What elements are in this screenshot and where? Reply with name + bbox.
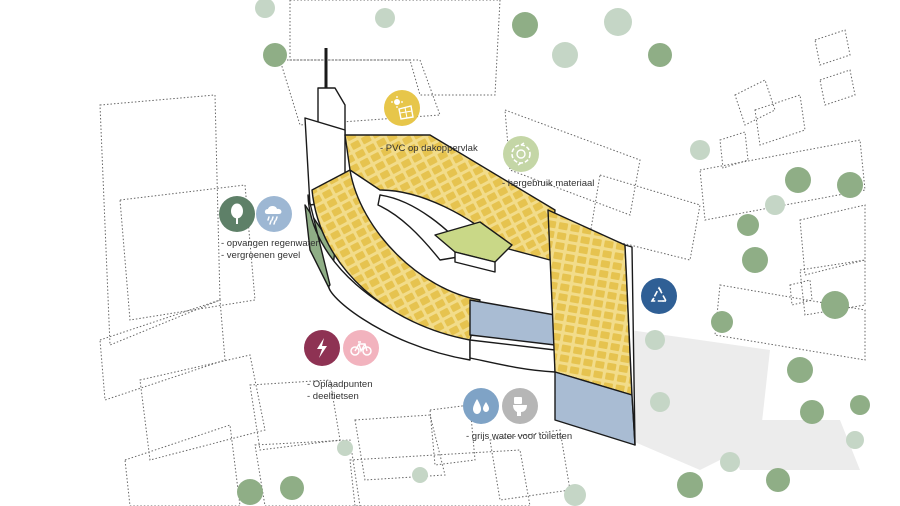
annotation-oplaad-text: - Oplaadpunten (307, 379, 373, 390)
tree (412, 467, 428, 483)
tree (375, 8, 395, 28)
tree (737, 214, 759, 236)
annotation-hergebruik-text: - hergebruik materiaal (502, 178, 595, 189)
toilet-icon (513, 397, 527, 416)
solar-panel-icon (391, 96, 414, 120)
context-buildings (99, 0, 866, 506)
bike-badge (343, 330, 379, 366)
tree (742, 247, 768, 273)
annotation-mobility: - Oplaadpunten - deelfietsen (307, 379, 373, 403)
bicycle-icon (350, 341, 372, 356)
recycle-icon (650, 286, 668, 302)
tree-badge (219, 196, 255, 232)
tree (648, 43, 672, 67)
tree (720, 452, 740, 472)
annotation-gevel-text: - vergroenen gevel (221, 250, 301, 261)
tree (800, 400, 824, 424)
tree (564, 484, 586, 506)
solar-badge (384, 90, 420, 126)
tree-icon (231, 203, 243, 224)
water-drops-icon (473, 399, 489, 414)
annotation-deelfiets-text: - deelfietsen (307, 391, 359, 402)
tree (280, 476, 304, 500)
tree (837, 172, 863, 198)
tree (650, 392, 670, 412)
upper-roof (344, 134, 556, 261)
tree (604, 8, 632, 36)
tree (512, 12, 538, 38)
circular-material-icon (511, 142, 531, 166)
annotation-pvc-text: - PVC op dakoppervlak (380, 143, 478, 154)
tree (765, 195, 785, 215)
trees (237, 0, 870, 506)
tree (337, 440, 353, 456)
tree (645, 330, 665, 350)
tree (263, 43, 287, 67)
annotation-hergebruik: - hergebruik materiaal (502, 178, 594, 190)
water-badge (463, 388, 499, 424)
circular-badge (503, 136, 539, 172)
tree (677, 472, 703, 498)
toilet-badge (502, 388, 538, 424)
tree (846, 431, 864, 449)
annotation-regen-gevel: - opvangen regenwater - vergroenen gevel (221, 238, 319, 262)
ground-patch (720, 420, 860, 470)
annotation-grijs: - grijs water voor toiletten (466, 431, 572, 443)
tree (552, 42, 578, 68)
glazing (469, 299, 556, 346)
tree (787, 357, 813, 383)
annotation-grijs-text: - grijs water voor toiletten (466, 431, 573, 442)
tree (766, 468, 790, 492)
tree (711, 311, 733, 333)
annotation-pvc: - PVC op dakoppervlak (380, 143, 478, 155)
annotation-regen-text: - opvangen regenwater (221, 238, 319, 249)
tree (255, 0, 275, 18)
tree (821, 291, 849, 319)
tree (237, 479, 263, 505)
energy-badge (304, 330, 340, 366)
tree (850, 395, 870, 415)
tree (785, 167, 811, 193)
central-building (304, 48, 636, 446)
tree (690, 140, 710, 160)
rain-cloud-icon (264, 206, 282, 225)
green-roof (434, 221, 513, 263)
east-wing-roof (547, 209, 633, 396)
recycle-badge (641, 278, 677, 314)
rain-badge (256, 196, 292, 232)
lightning-icon (317, 338, 327, 358)
